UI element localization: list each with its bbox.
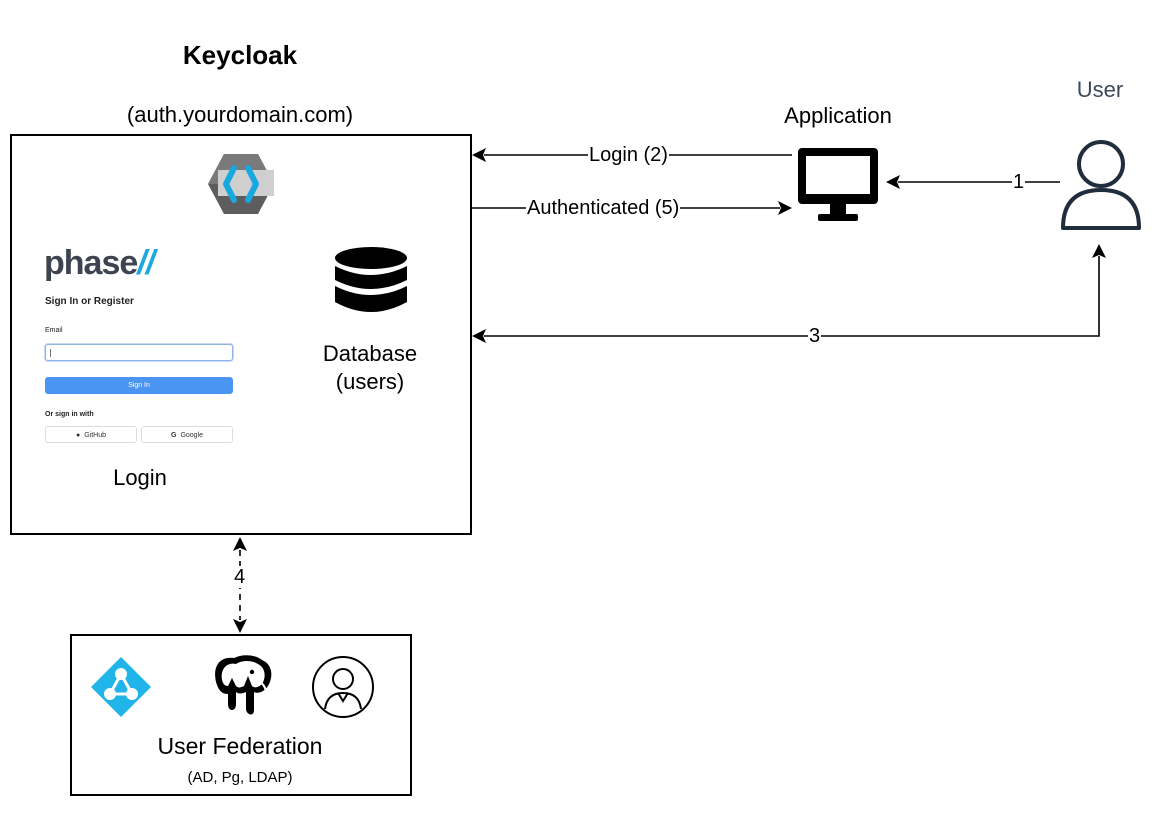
- google-label: Google: [180, 432, 204, 439]
- step4-arrowhead-down: [233, 619, 247, 633]
- authenticated-arrowhead: [778, 201, 792, 215]
- ldap-user-icon: [312, 656, 374, 718]
- keycloak-title: Keycloak: [182, 40, 298, 70]
- step3-arrowhead-up: [1092, 244, 1106, 258]
- user-icon: [1061, 140, 1141, 230]
- step1-label: 1: [1012, 171, 1026, 193]
- login-label: Login: [113, 465, 167, 490]
- keycloak-logo-icon: [208, 154, 274, 214]
- step4-label: 4: [233, 566, 247, 588]
- email-label: Email: [45, 327, 63, 334]
- postgresql-elephant-icon: [215, 655, 272, 715]
- database-icon: [335, 247, 407, 312]
- login-arrowhead: [472, 148, 486, 162]
- user-label: User: [1076, 77, 1124, 102]
- github-label: GitHub: [84, 432, 107, 439]
- google-icon: G: [170, 432, 177, 439]
- login-heading: Sign In or Register: [45, 296, 134, 307]
- phase-logo-text: phase: [44, 244, 138, 282]
- step4-arrowhead-up: [233, 537, 247, 551]
- text-caret: [50, 349, 51, 357]
- phase-logo-slash: //: [137, 244, 155, 282]
- step3-label: 3: [808, 325, 822, 347]
- or-sign-in-with: Or sign in with: [45, 411, 94, 418]
- keycloak-domain: (auth.yourdomain.com): [126, 102, 354, 127]
- step1-arrowhead: [886, 175, 900, 189]
- phase-logo: phase//: [44, 244, 155, 283]
- step3-edge: [484, 256, 1100, 337]
- step3-arrowhead-left: [472, 329, 486, 343]
- database-label-line2: (users): [335, 369, 405, 394]
- login-edge-label: Login (2): [588, 144, 669, 166]
- sign-in-button[interactable]: Sign In: [45, 377, 233, 394]
- email-field[interactable]: [45, 344, 233, 361]
- database-label-line1: Database: [322, 341, 418, 366]
- github-icon: ●: [75, 432, 81, 439]
- federation-label: User Federation: [157, 733, 323, 759]
- github-button[interactable]: ●GitHub: [45, 426, 137, 443]
- application-label: Application: [784, 103, 892, 128]
- monitor-icon: [798, 148, 878, 221]
- authenticated-edge-label: Authenticated (5): [526, 197, 681, 219]
- database-label: Database (users): [300, 340, 440, 396]
- active-directory-icon: [91, 657, 151, 717]
- federation-sublabel: (AD, Pg, LDAP): [187, 769, 293, 786]
